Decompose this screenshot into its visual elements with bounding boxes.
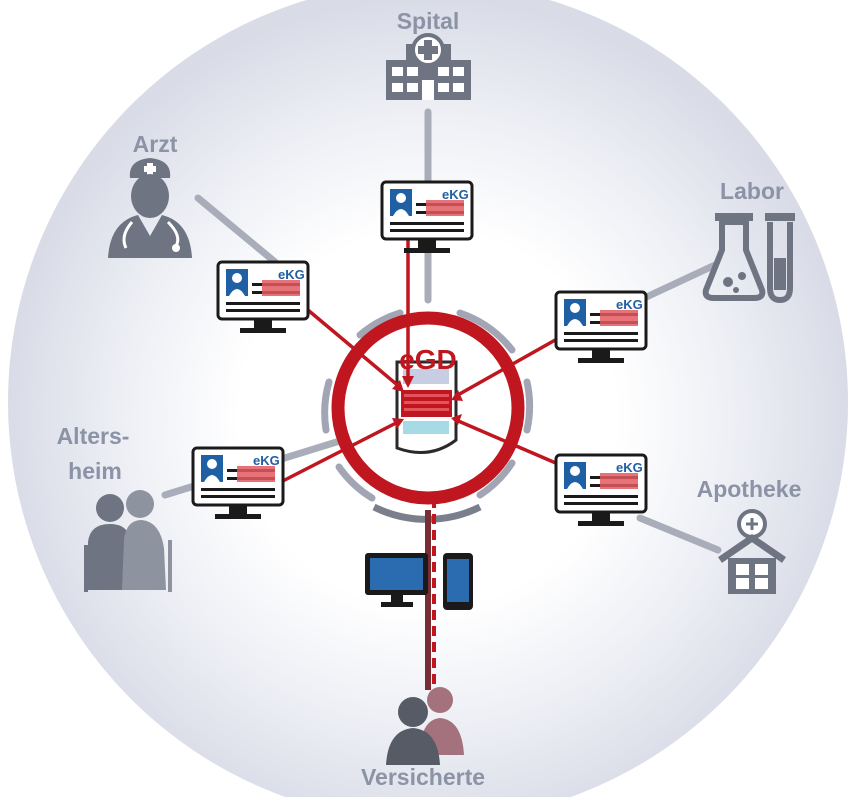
pharmacy-icon: [718, 509, 786, 594]
egd-document-icon: [395, 360, 458, 454]
red-arrows: [274, 235, 574, 487]
monitor-altersheim: eKG: [191, 446, 285, 521]
ekg-tag: eKG: [616, 297, 643, 312]
label-altersheim-line1: Alters-: [56, 423, 130, 449]
monitor-arzt: eKG: [216, 260, 310, 335]
label-spital: Spital: [396, 8, 460, 34]
patient-phone-icon: [443, 553, 473, 610]
center-label: eGD: [399, 344, 457, 375]
monitor-labor: eKG: [554, 290, 648, 365]
label-altersheim-line2: heim: [68, 458, 122, 484]
ekg-tag: eKG: [616, 460, 643, 475]
label-apotheke: Apotheke: [696, 476, 802, 502]
elderly-icon: [84, 490, 172, 592]
monitor-apotheke: eKG: [554, 453, 648, 528]
lab-icon: [702, 213, 795, 304]
monitor-spital: eKG: [380, 180, 474, 255]
insured-persons-icon: [386, 687, 464, 765]
label-arzt: Arzt: [132, 131, 178, 157]
outer-ring-segments: [321, 309, 534, 502]
ekg-tag: eKG: [278, 267, 305, 282]
label-versicherte: Versicherte: [360, 764, 486, 790]
patient-desktop-icon: [365, 553, 428, 607]
doctor-icon: [108, 158, 192, 258]
hospital-icon: [386, 33, 471, 100]
ekg-tag: eKG: [253, 453, 280, 468]
arrow-heads: [392, 376, 463, 429]
ekg-tag: eKG: [442, 187, 469, 202]
label-labor: Labor: [720, 178, 784, 204]
